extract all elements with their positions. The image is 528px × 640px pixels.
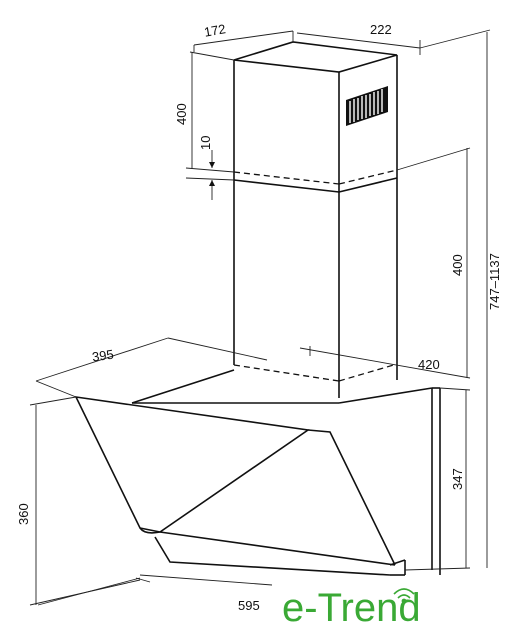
dim-canopy-width: 595 [238, 598, 260, 613]
dim-lower-chimney-height: 400 [450, 254, 465, 276]
chimney-base [233, 363, 398, 382]
brand-logo: e-Trend [282, 586, 421, 630]
canopy [74, 369, 441, 576]
dimension-labels: 172 222 400 10 400 747–1137 395 420 360 … [16, 21, 502, 613]
dim-chimney-width: 222 [370, 22, 392, 37]
upper-chimney [233, 41, 398, 398]
dim-canopy-rear-width: 420 [418, 357, 440, 372]
wifi-icon [393, 588, 415, 604]
dim-upper-chimney-height: 400 [174, 103, 189, 125]
dim-canopy-rear-height: 347 [450, 468, 465, 490]
dim-canopy-front-height: 360 [16, 503, 31, 525]
dimension-lines [29, 29, 491, 606]
chimney-joint [233, 169, 398, 193]
dim-canopy-depth: 395 [91, 347, 115, 365]
dim-total-height: 747–1137 [487, 253, 502, 310]
vent-grille-icon [346, 86, 388, 126]
dim-chimney-depth: 172 [203, 21, 227, 40]
brand-name: e-Trend [282, 586, 421, 630]
dim-overlap-gap: 10 [198, 136, 213, 150]
